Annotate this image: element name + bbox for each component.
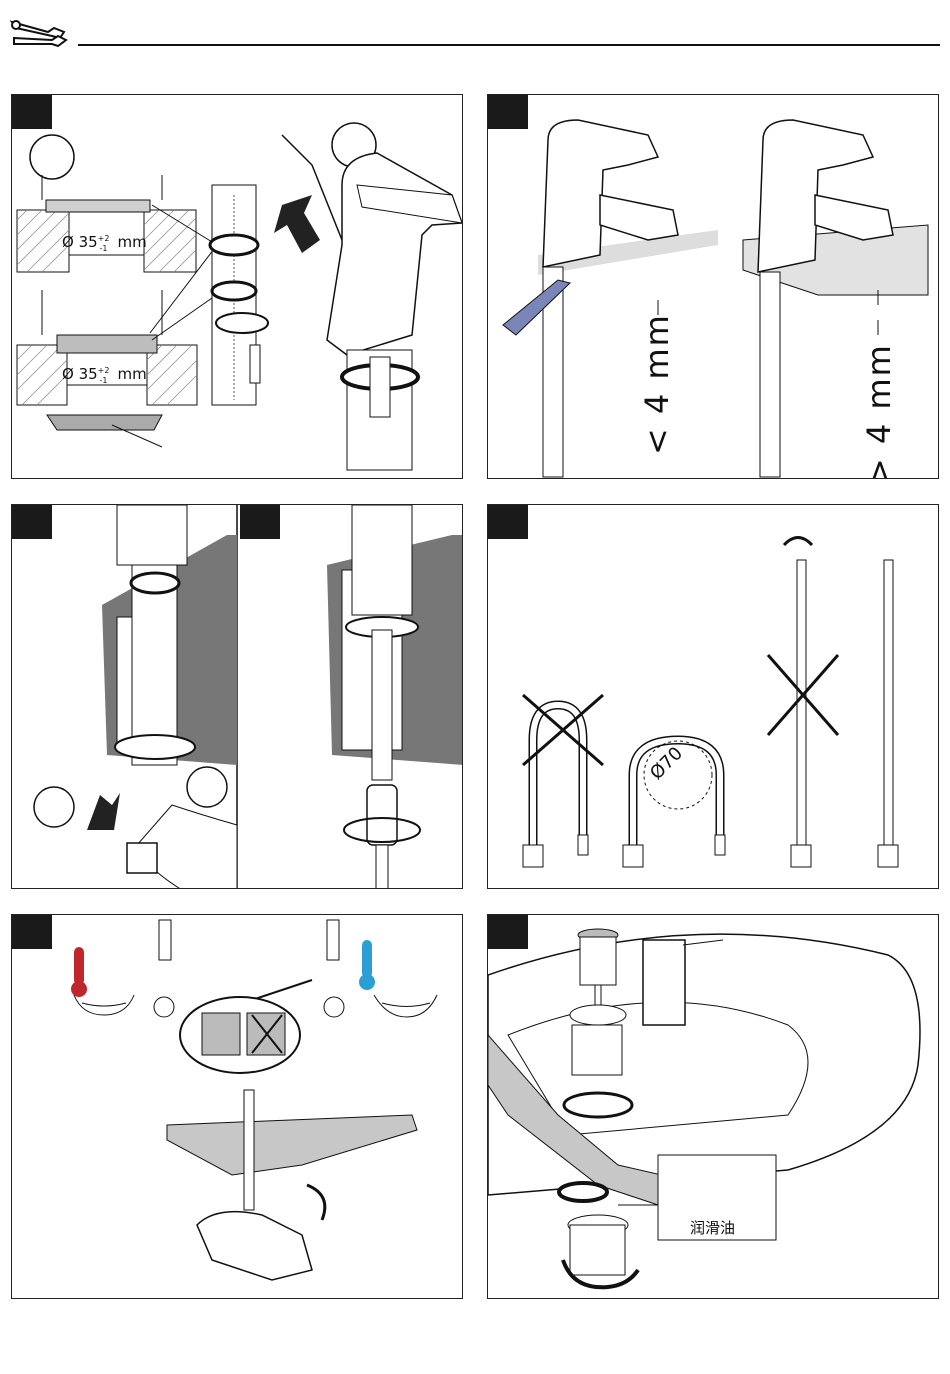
tightening-illustration [12,505,463,889]
gap-less-than-label: < 4 mm [638,313,676,455]
step-panel-2: < 4 mm > 4 mm [487,94,939,479]
mounting-illustration [12,95,463,479]
header-rule [78,44,940,46]
step-panel-4: Ø70 [487,504,939,889]
step-panel-5 [11,914,463,1299]
step-panel-6: 润滑油 [487,914,939,1299]
step-panel-3 [11,504,463,889]
wrench-screwdriver-icon [8,10,68,50]
hose-bending-illustration [488,505,939,889]
hose-connection-illustration [12,915,463,1299]
lubricant-label: 润滑油 [690,1217,735,1238]
gap-greater-than-label: > 4 mm [860,343,898,479]
drain-assembly-illustration [488,915,939,1299]
